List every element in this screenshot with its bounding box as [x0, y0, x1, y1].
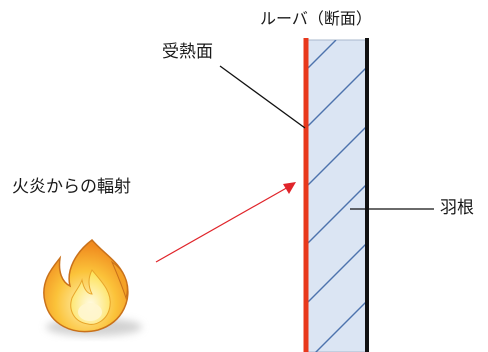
- hatch-line: [308, 126, 366, 186]
- blade-label: 羽根: [440, 198, 474, 218]
- flame-right-tongue: [110, 260, 128, 300]
- flame-icon: [43, 238, 142, 336]
- hatch-line: [308, 243, 366, 303]
- louver-body: [307, 39, 367, 352]
- flame-radiation-label: 火炎からの輻射: [12, 177, 131, 197]
- radiation-arrow-head: [283, 182, 296, 194]
- flame-core: [78, 303, 102, 321]
- louver-hatching: [308, 40, 366, 352]
- heated-surface-leader: [219, 65, 306, 129]
- hatch-line: [308, 67, 366, 127]
- heated-surface-label: 受熱面: [162, 42, 213, 62]
- hatch-line: [315, 301, 366, 352]
- hatch-line: [308, 40, 337, 69]
- hatch-line: [308, 184, 366, 244]
- radiation-arrow-line: [155, 185, 291, 263]
- louver-label: ルーバ（断面）: [260, 9, 372, 28]
